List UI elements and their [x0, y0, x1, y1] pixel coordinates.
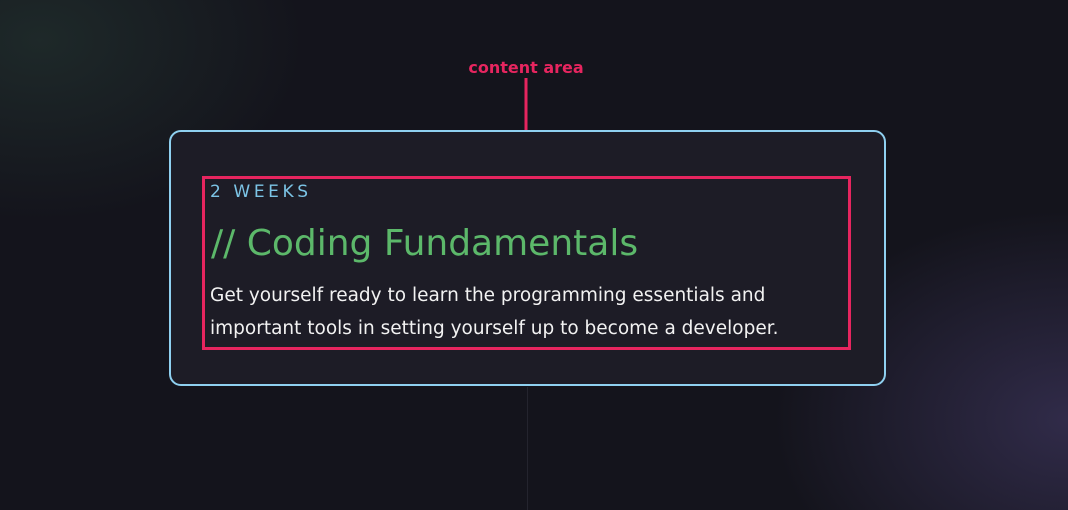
content-area-highlight — [202, 176, 851, 350]
callout-label: content area — [468, 58, 584, 77]
course-duration: 2 WEEKS — [210, 182, 312, 202]
course-card — [169, 130, 886, 386]
guide-line — [527, 387, 528, 510]
course-title: // Coding Fundamentals — [211, 223, 639, 264]
course-description: Get yourself ready to learn the programm… — [210, 285, 779, 339]
